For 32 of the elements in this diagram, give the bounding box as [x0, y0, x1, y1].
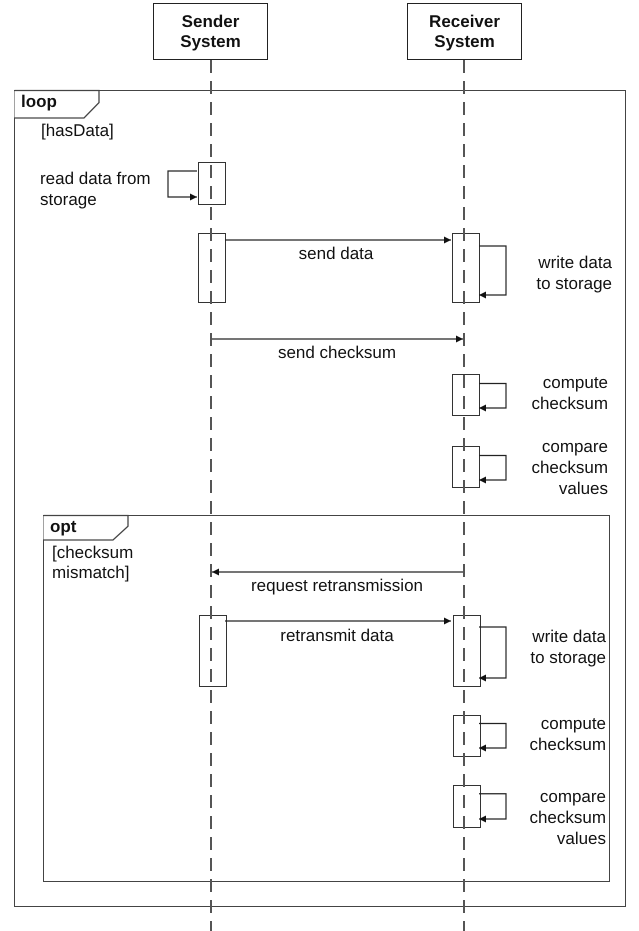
message-arrow	[212, 336, 463, 342]
activation-bar	[453, 715, 481, 757]
message-arrow	[212, 568, 463, 576]
activation-bar	[199, 615, 227, 687]
activation-bar	[453, 785, 481, 828]
fragment-operator: loop	[21, 91, 57, 113]
self-message-arrow	[479, 382, 507, 412]
fragment-operator: opt	[50, 516, 76, 538]
guard-condition: [checksum mismatch]	[52, 543, 134, 583]
activation-bar	[452, 374, 480, 416]
self-message-arrow	[479, 245, 507, 298]
activation-bar	[452, 446, 480, 488]
participant-box	[407, 3, 522, 60]
activation-bar	[452, 233, 480, 303]
participant-name: Sender System	[179, 12, 242, 52]
combined-fragment	[14, 90, 626, 907]
participant-box	[153, 3, 268, 60]
activation-bar	[453, 615, 481, 687]
lifeline	[463, 60, 465, 931]
guard-condition: [hasData]	[41, 121, 114, 141]
self-message-arrow	[479, 722, 507, 752]
message-arrow	[225, 618, 451, 624]
self-message-arrow	[479, 793, 507, 822]
activation-bar	[198, 233, 226, 303]
self-message-arrow	[479, 454, 507, 484]
combined-fragment	[43, 515, 610, 882]
self-message-arrow	[167, 170, 197, 200]
self-message-arrow	[479, 626, 507, 682]
message-arrow	[225, 236, 451, 244]
lifeline	[210, 60, 212, 931]
activation-bar	[198, 162, 226, 205]
participant-name: Receiver System	[428, 12, 501, 52]
